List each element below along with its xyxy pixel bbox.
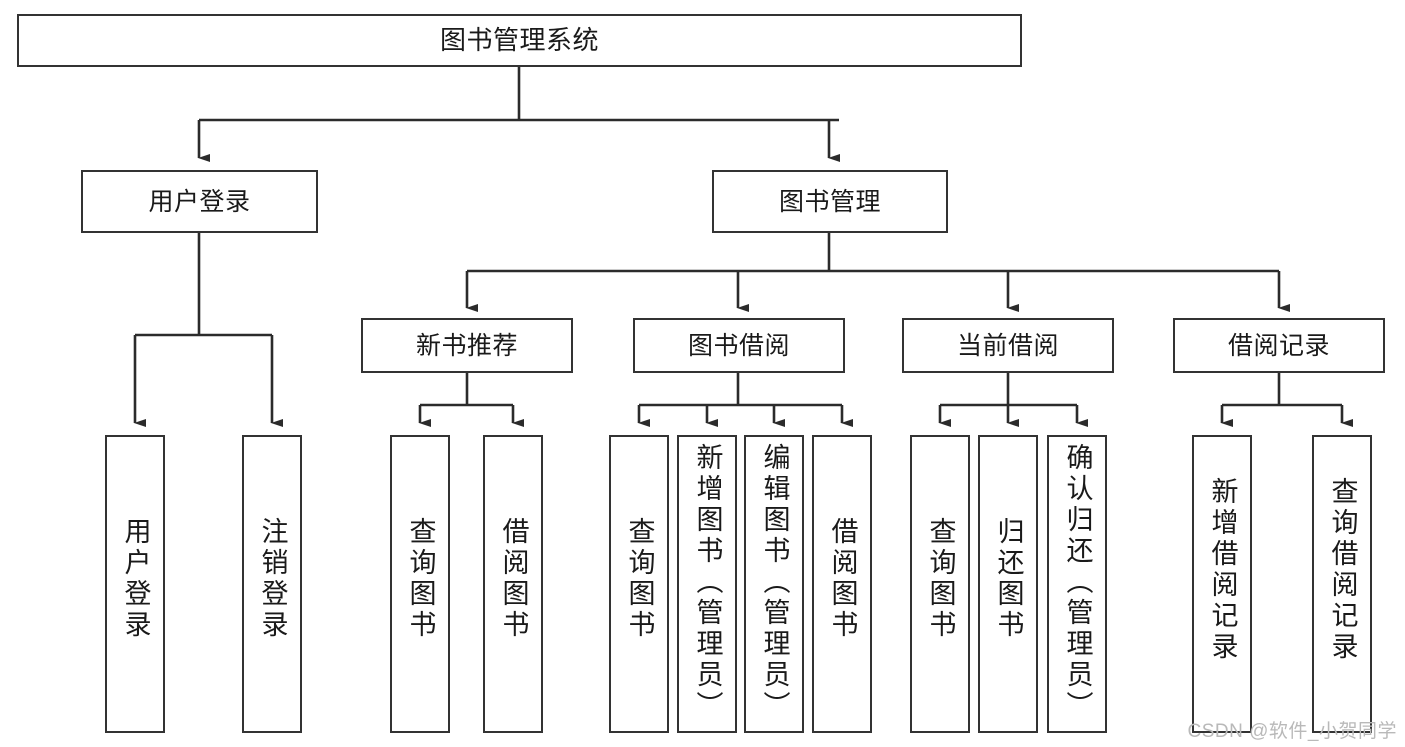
node-book-borrow[interactable]: 图书借阅 — [633, 318, 845, 373]
node-leaf-confirm-return[interactable]: 确认归还（管理员） — [1047, 435, 1107, 733]
node-book-management-label: 图书管理 — [778, 187, 881, 216]
node-leaf-query-book-3-label: 查询图书 — [925, 517, 956, 641]
node-new-book-recommend-label: 新书推荐 — [415, 331, 518, 360]
node-leaf-query-book-1-label: 查询图书 — [405, 517, 436, 641]
node-leaf-borrow-book-1-label: 借阅图书 — [498, 517, 529, 641]
node-user-login-label: 用户登录 — [148, 187, 251, 216]
node-leaf-query-book-2-label: 查询图书 — [624, 517, 655, 641]
node-leaf-user-login[interactable]: 用户登录 — [105, 435, 165, 733]
node-borrow-record-label: 借阅记录 — [1227, 331, 1330, 360]
node-root[interactable]: 图书管理系统 — [17, 14, 1022, 67]
node-leaf-user-logout-label: 注销登录 — [257, 517, 288, 641]
node-leaf-confirm-return-label: 确认归还（管理员） — [1062, 443, 1093, 722]
node-leaf-borrow-book-1[interactable]: 借阅图书 — [483, 435, 543, 733]
node-leaf-return-book[interactable]: 归还图书 — [978, 435, 1038, 733]
node-leaf-user-login-label: 用户登录 — [120, 517, 151, 641]
node-borrow-record[interactable]: 借阅记录 — [1173, 318, 1385, 373]
node-current-borrow[interactable]: 当前借阅 — [902, 318, 1114, 373]
node-leaf-add-record[interactable]: 新增借阅记录 — [1192, 435, 1252, 733]
node-leaf-query-record[interactable]: 查询借阅记录 — [1312, 435, 1372, 733]
node-leaf-add-book[interactable]: 新增图书（管理员） — [677, 435, 737, 733]
node-user-login[interactable]: 用户登录 — [81, 170, 318, 233]
node-leaf-borrow-book-2[interactable]: 借阅图书 — [812, 435, 872, 733]
node-leaf-query-book-1[interactable]: 查询图书 — [390, 435, 450, 733]
node-current-borrow-label: 当前借阅 — [956, 331, 1059, 360]
node-leaf-query-book-2[interactable]: 查询图书 — [609, 435, 669, 733]
node-leaf-edit-book-label: 编辑图书（管理员） — [759, 443, 790, 722]
node-leaf-user-logout[interactable]: 注销登录 — [242, 435, 302, 733]
node-leaf-query-book-3[interactable]: 查询图书 — [910, 435, 970, 733]
node-leaf-add-record-label: 新增借阅记录 — [1207, 477, 1238, 663]
node-new-book-recommend[interactable]: 新书推荐 — [361, 318, 573, 373]
node-leaf-query-record-label: 查询借阅记录 — [1327, 477, 1358, 663]
node-leaf-borrow-book-2-label: 借阅图书 — [827, 517, 858, 641]
node-leaf-return-book-label: 归还图书 — [993, 517, 1024, 641]
csdn-watermark: CSDN @软件_小贺同学 — [1187, 721, 1397, 742]
node-root-label: 图书管理系统 — [439, 24, 599, 55]
node-book-management[interactable]: 图书管理 — [712, 170, 948, 233]
node-leaf-add-book-label: 新增图书（管理员） — [692, 443, 723, 722]
node-book-borrow-label: 图书借阅 — [687, 331, 790, 360]
node-leaf-edit-book[interactable]: 编辑图书（管理员） — [744, 435, 804, 733]
